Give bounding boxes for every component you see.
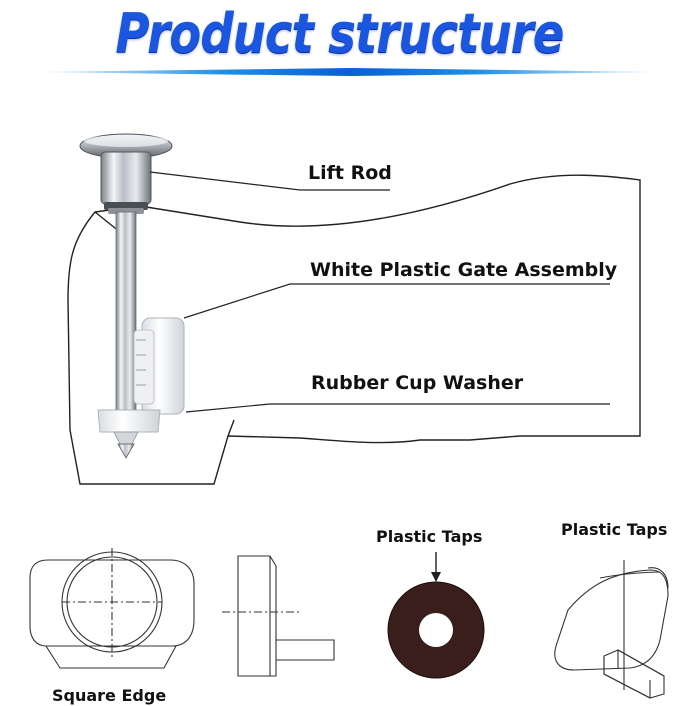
plastic-tap-drawing xyxy=(555,560,668,698)
plastic-taps-label-2: Plastic Taps xyxy=(561,520,667,539)
gate-assembly-part xyxy=(98,318,184,458)
gate-assembly-label: White Plastic Gate Assembly xyxy=(310,259,617,281)
side-view-drawing xyxy=(222,556,334,676)
square-edge-label: Square Edge xyxy=(52,686,166,705)
rubber-washer-part xyxy=(388,552,484,678)
front-view-drawing xyxy=(30,548,194,668)
plastic-taps-label-1: Plastic Taps xyxy=(376,527,482,546)
lift-rod-label: Lift Rod xyxy=(308,162,392,184)
rubber-washer-label: Rubber Cup Washer xyxy=(311,372,523,394)
